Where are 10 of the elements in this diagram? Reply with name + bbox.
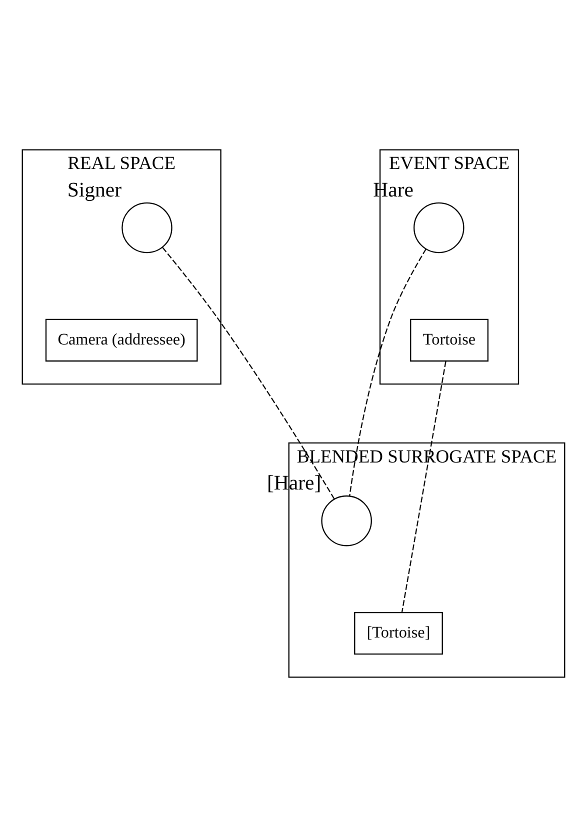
node-box: Tortoise (410, 318, 488, 362)
node-circle (414, 202, 464, 253)
connector (162, 246, 335, 499)
node-box: [Tortoise] (354, 611, 443, 654)
node-circle (321, 494, 372, 546)
node-circle (122, 202, 172, 253)
node-box: Camera (addressee) (45, 318, 198, 362)
node-label: Signer (67, 178, 122, 201)
connector (349, 248, 427, 496)
connector (401, 360, 446, 612)
